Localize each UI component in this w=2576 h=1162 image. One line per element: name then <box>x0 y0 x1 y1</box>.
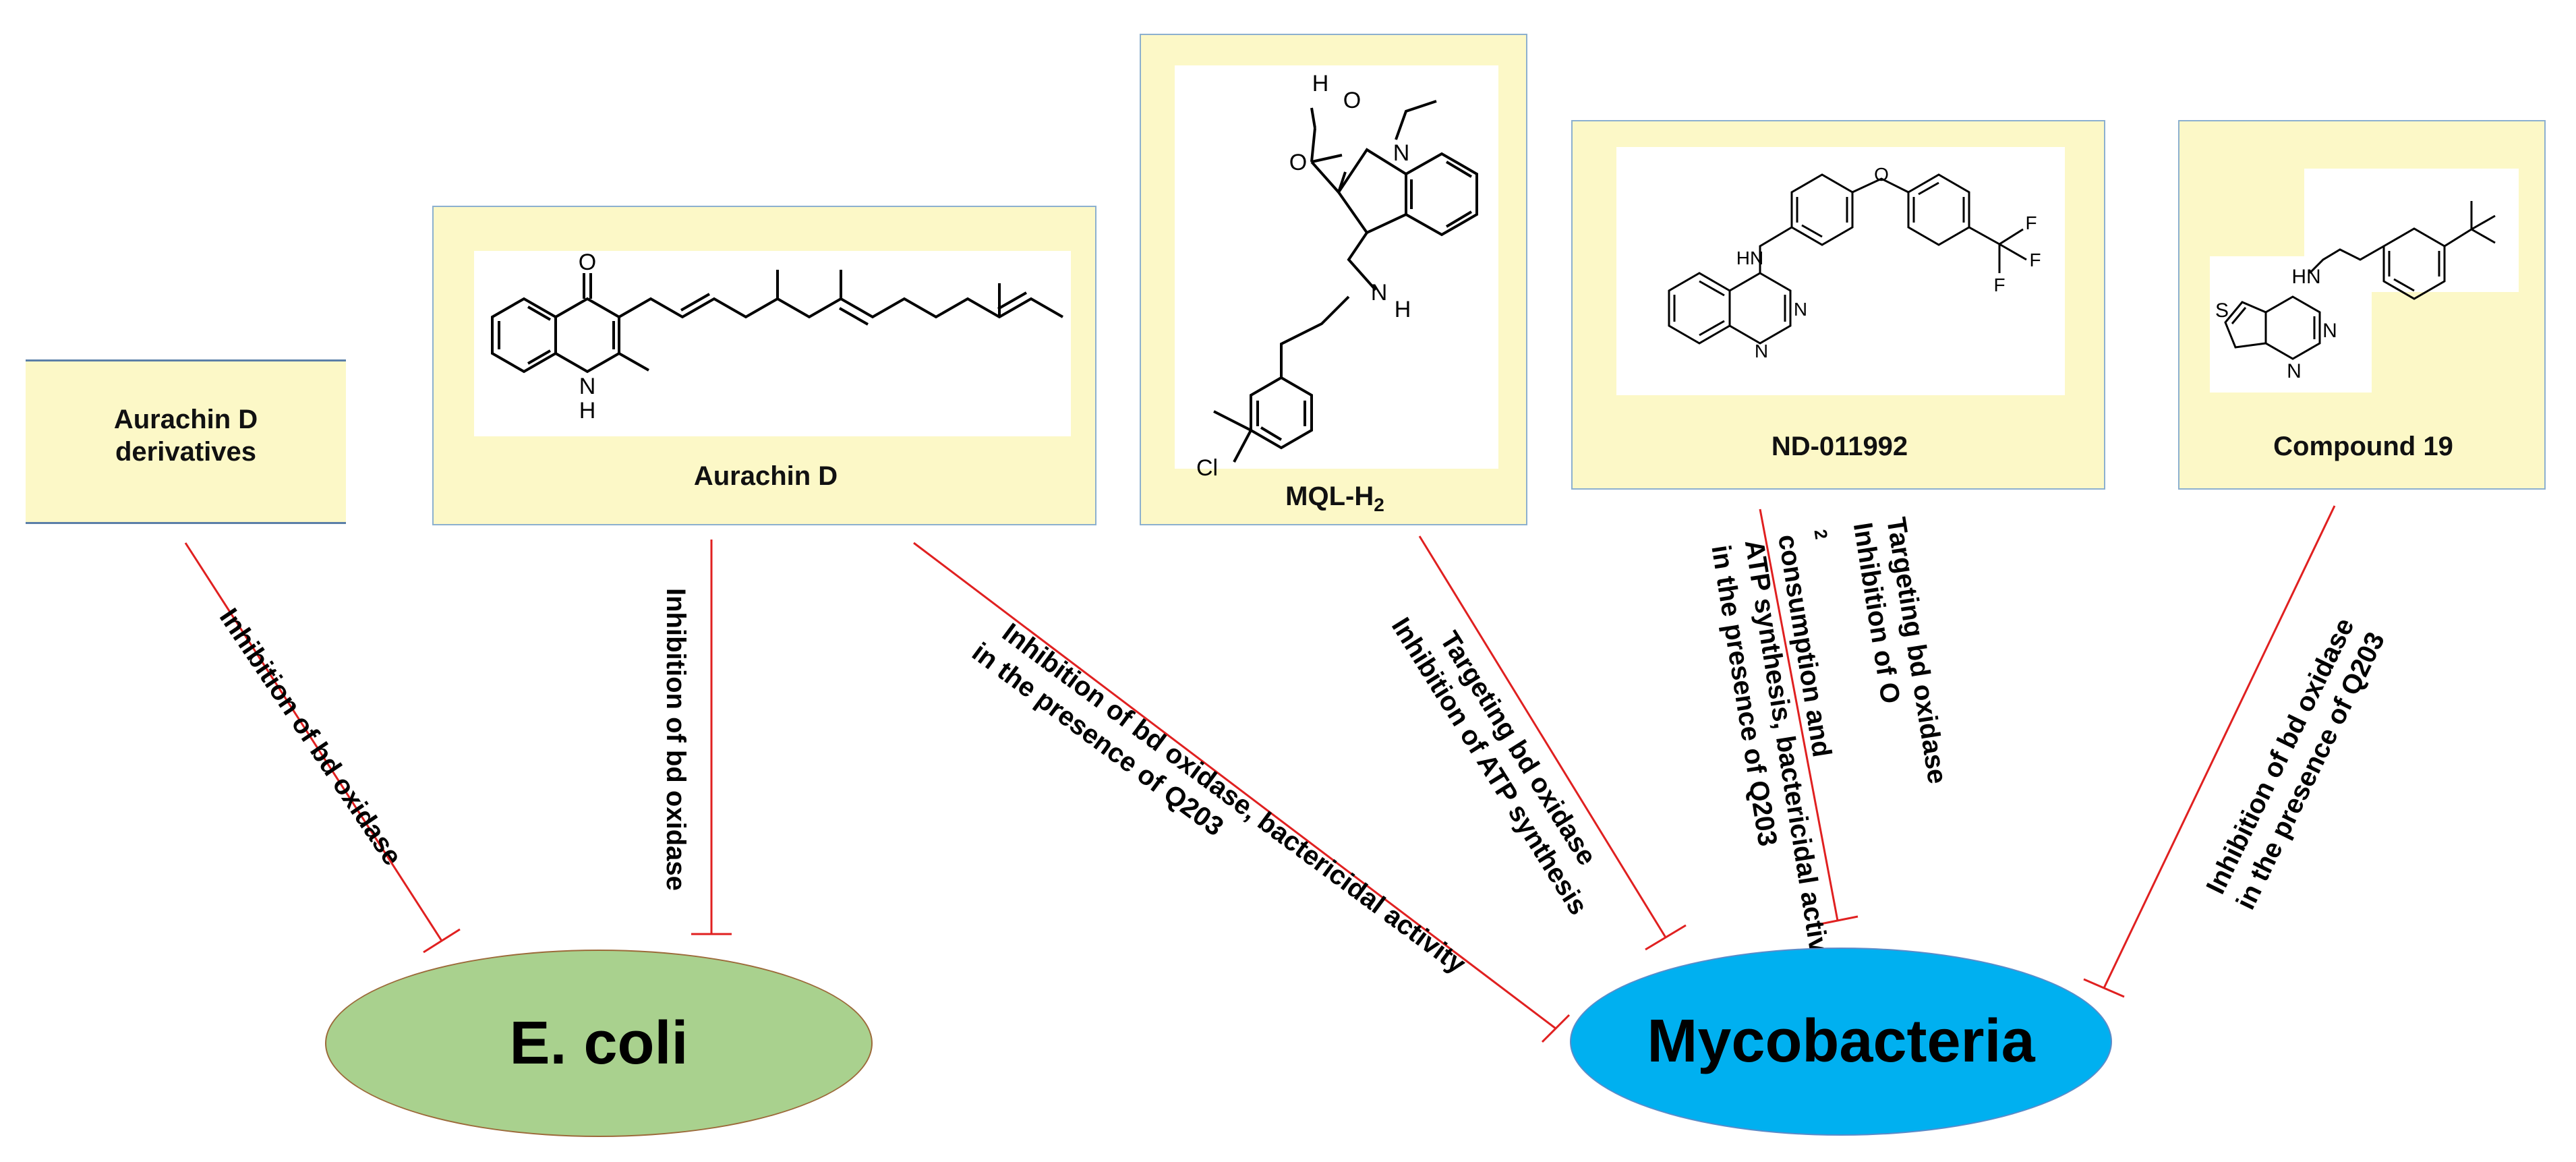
mql-h2-hydroxyl-oxygen-atom: O <box>1343 88 1361 113</box>
nd-011992-fluorine-3: F <box>1993 274 2005 295</box>
inhibition-line-compound-19-mycobacteria <box>2083 505 2336 998</box>
nd-011992-fluorine-1: F <box>2025 212 2037 233</box>
mql-h2-structure <box>1213 100 1478 463</box>
mycobacteria-label: Mycobacteria <box>1647 1008 2035 1075</box>
aurachin-d-structure <box>491 270 1063 374</box>
compound-19-structure-panel-b <box>2210 256 2372 393</box>
compound-19-nitrogen-1: N <box>2322 320 2337 342</box>
aurachin-d-structure-panel <box>474 251 1071 436</box>
aurachin-d-box: Aurachin D <box>432 206 1096 525</box>
nd-011992-box: ND-011992 <box>1571 120 2105 490</box>
nd-011992-nitrogen-2: N <box>1755 341 1768 361</box>
nd-011992-fluorine-2: F <box>2029 250 2041 270</box>
mql-h2-hydroxyl-hydrogen-atom: H <box>1312 71 1329 96</box>
ecoli-label: E. coli <box>509 1009 689 1077</box>
mycobacteria-ellipse: Mycobacteria <box>1570 948 2112 1136</box>
aurachin-d-oxygen-atom: O <box>579 250 596 275</box>
mql-h2-amine-nitrogen-atom: N <box>1371 280 1388 306</box>
inhibition-line-nd-011992-mycobacteria <box>1759 509 1858 926</box>
mql-h2-label: MQL-H2 <box>1285 482 1384 515</box>
mql-h2-structure-panel <box>1175 65 1498 469</box>
compound-19-nitrogen-2: N <box>2287 360 2302 382</box>
mql-h2-chlorine-atom: Cl <box>1196 455 1218 481</box>
nd-011992-nitrogen-1: N <box>1794 299 1807 320</box>
effect-label-aurachin-d-ecoli: Inhibition of bd oxidase <box>661 588 691 891</box>
aurachin-d-label: Aurachin D <box>693 461 838 491</box>
inhibition-line-mql-h2-mycobacteria <box>1418 535 1687 951</box>
aurachin-d-hydrogen-atom: H <box>579 398 596 424</box>
mql-h2-indole-nitrogen-atom: N <box>1393 140 1410 166</box>
mql-h2-amine-hydrogen-atom: H <box>1395 297 1411 322</box>
inhibition-line-aurachin-d-ecoli <box>691 540 732 935</box>
inhibition-line-derivatives-ecoli <box>184 542 461 954</box>
inhibition-line-aurachin-d-mycobacteria <box>913 542 1571 1043</box>
nd-011992-oxygen-atom: O <box>1874 164 1889 185</box>
nd-011992-structure-panel <box>1616 147 2065 395</box>
nd-011992-hn-label: HN <box>1736 248 1763 268</box>
nd-011992-label: ND-011992 <box>1771 432 1908 461</box>
compound-19-sulfur-atom: S <box>2215 299 2229 322</box>
compound-19-hn-label: HN <box>2291 266 2320 288</box>
aurachin-d-nitrogen-atom: N <box>579 374 596 399</box>
ecoli-ellipse: E. coli <box>325 950 873 1137</box>
nd-011992-structure <box>1668 173 2027 345</box>
compound-19-label: Compound 19 <box>2273 432 2453 461</box>
mql-h2-box: MQL-H2 <box>1140 34 1527 525</box>
mql-h2-carbonyl-oxygen-atom: O <box>1289 150 1307 175</box>
compound-19-structure <box>2224 201 2496 360</box>
